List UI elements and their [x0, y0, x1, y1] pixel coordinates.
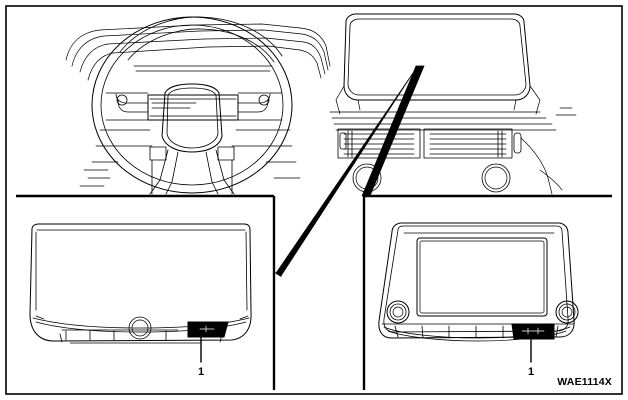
steering-wheel — [91, 16, 293, 195]
center-display — [335, 13, 541, 115]
combination-meter-detail: 1 — [29, 223, 252, 378]
rotary-knob-left — [386, 300, 410, 324]
control-knob-right — [481, 163, 511, 193]
display-audio-detail: 1 — [378, 222, 579, 378]
dashboard-left-edge — [79, 169, 109, 187]
view-divider — [16, 194, 612, 390]
dashboard-right-edge — [520, 107, 577, 195]
combination-meter-hood — [87, 92, 301, 179]
callout-label-right: 1 — [528, 366, 534, 378]
dashboard-cowl — [65, 23, 331, 81]
display-screen — [416, 237, 548, 317]
display-connector — [511, 323, 555, 340]
air-vent-left — [337, 128, 421, 159]
figure-border — [5, 5, 623, 395]
instrument-panel-overview — [65, 13, 577, 195]
center-stack-trim — [329, 111, 557, 131]
rotary-knob-right — [555, 300, 579, 324]
air-vent-right — [423, 128, 522, 159]
meter-connector — [187, 321, 229, 338]
pointer-wedges — [275, 65, 425, 277]
figure-code: WAE1114X — [557, 376, 612, 388]
callout-label-left: 1 — [198, 366, 204, 378]
